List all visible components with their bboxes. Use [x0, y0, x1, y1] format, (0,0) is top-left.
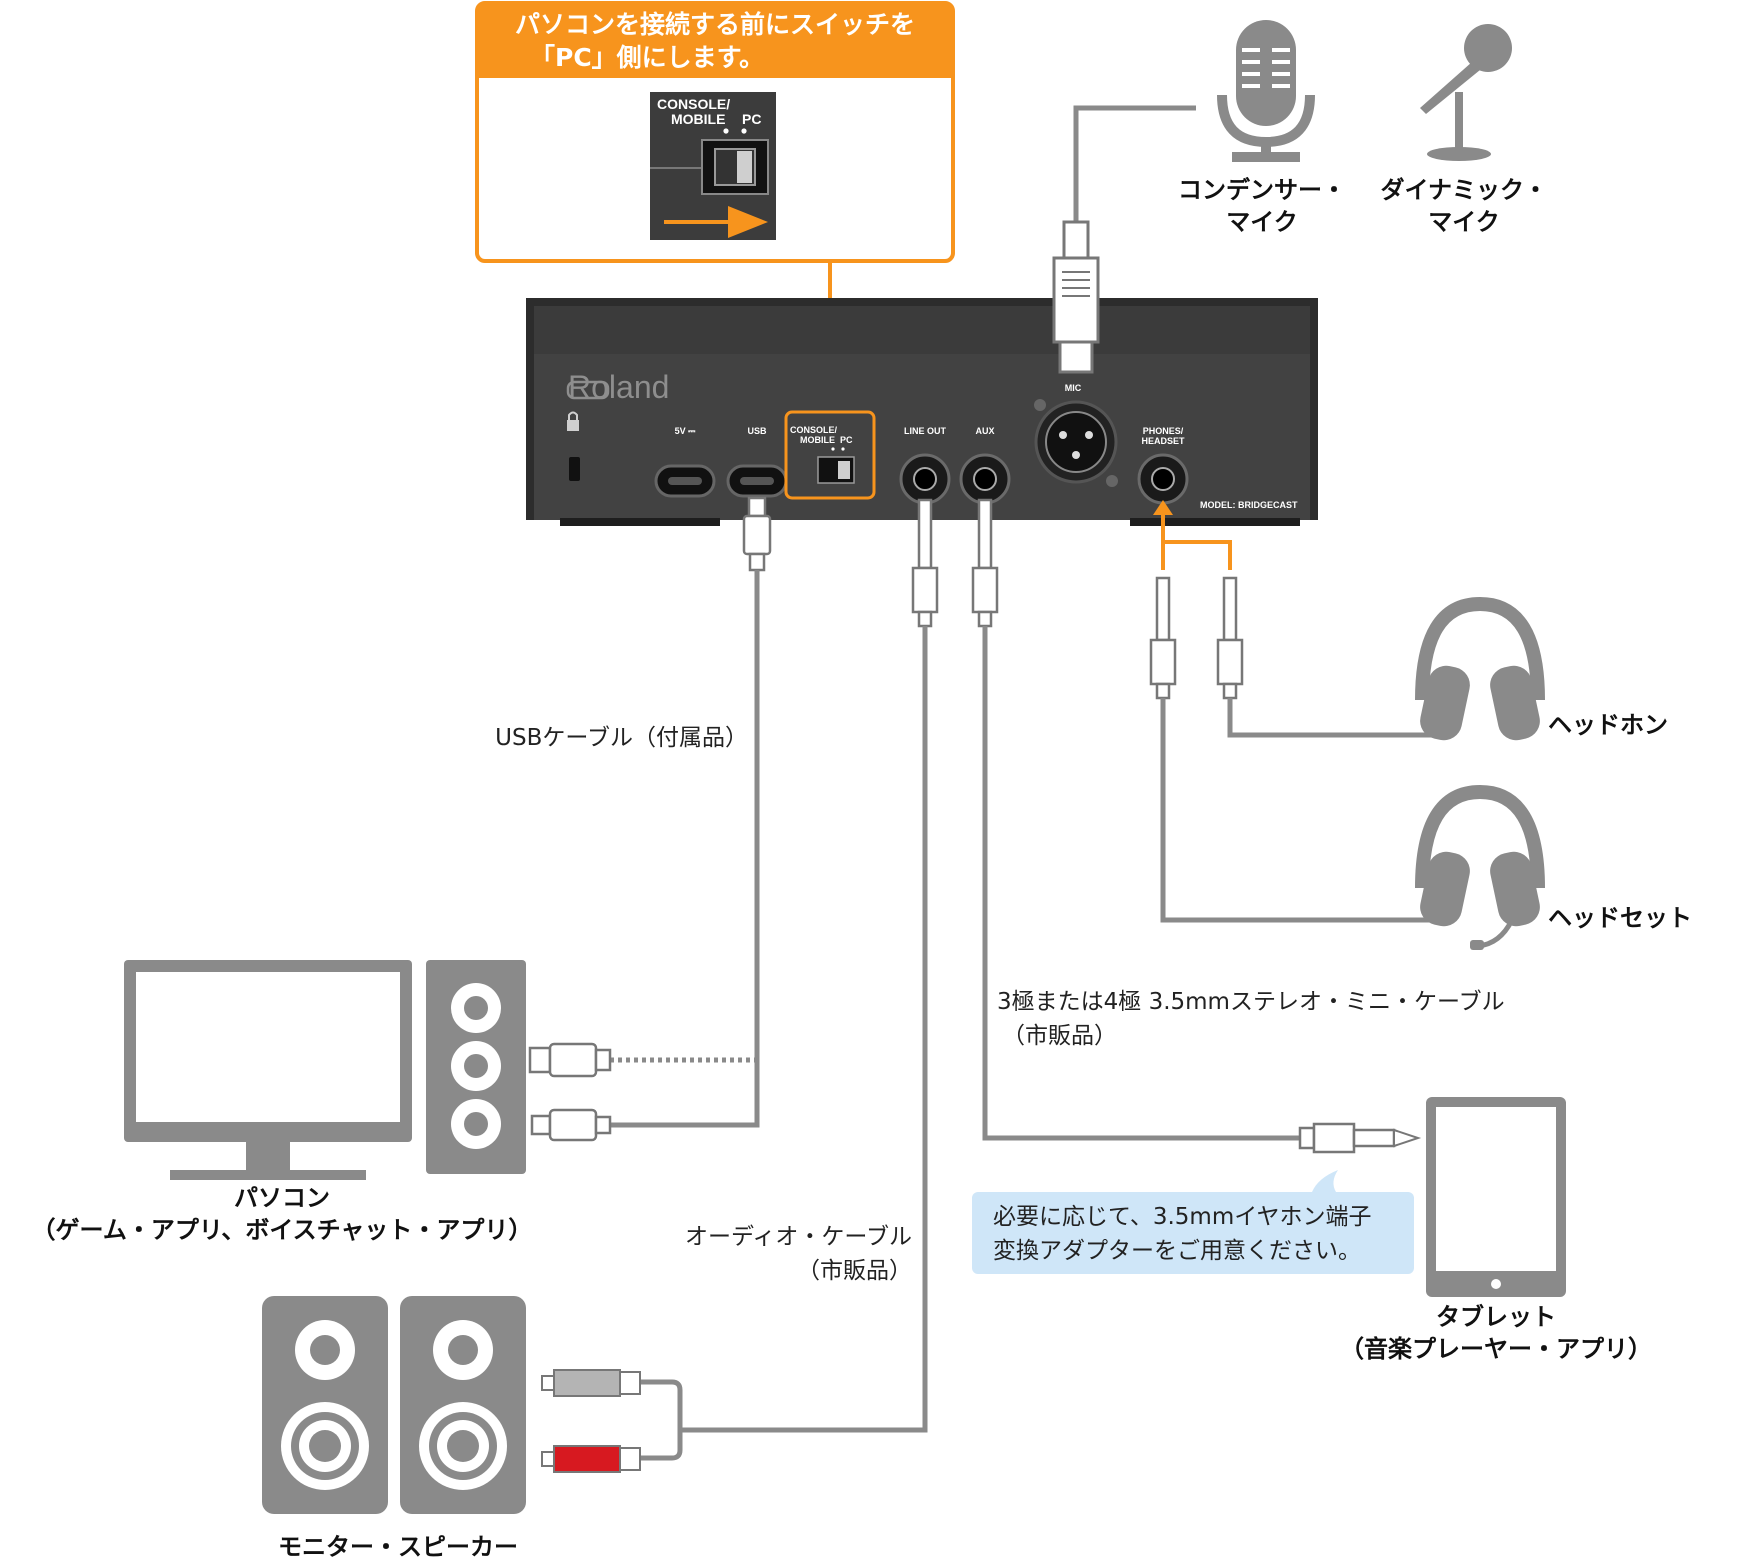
speaker-left-icon: [262, 1296, 388, 1514]
speaker-right-icon: [400, 1296, 526, 1514]
port-label-phones: PHONES/: [1143, 426, 1184, 436]
audio-cable-label-2: （市販品）: [797, 1258, 912, 1284]
rca-plug-red: [541, 1445, 641, 1473]
headphones-icon: [1415, 596, 1545, 741]
callout-line-1: パソコンを接続する前にスイッチを: [515, 10, 915, 39]
tablet-label-2: （音楽プレーヤー・アプリ）: [1340, 1335, 1652, 1363]
stereo-cable-label-2: （市販品）: [1002, 1023, 1117, 1049]
lock-icon: [567, 411, 580, 481]
usb-c-plug: [742, 496, 772, 572]
headphone-plug: [1216, 576, 1244, 700]
port-label-mic: MIC: [1065, 383, 1082, 393]
port-label-line-out: LINE OUT: [904, 426, 947, 436]
switch-highlight: [784, 410, 876, 500]
switch-label-pc: PC: [742, 111, 761, 127]
port-label-pc: PC: [840, 435, 853, 445]
tablet-plug: [1298, 1122, 1422, 1154]
pc-label-1: パソコン: [234, 1184, 330, 1212]
headphones-label: ヘッドホン: [1548, 711, 1668, 739]
dynamic-mic-label-2: マイク: [1428, 208, 1500, 236]
stereo-mini-cable: [982, 626, 1300, 1141]
adapter-note: 必要に応じて、3.5mmイヤホン端子 変換アダプターをご用意ください。: [972, 1170, 1414, 1274]
headset-label: ヘッドセット: [1548, 904, 1692, 932]
mic-cable: [1073, 105, 1196, 222]
xlr-plug: [1052, 220, 1100, 374]
switch-label-console: CONSOLE/: [657, 96, 730, 112]
tablet-label-1: タブレット: [1436, 1303, 1556, 1331]
port-label-5v: 5V ⎓: [675, 426, 697, 436]
usb-a-plug: [528, 1042, 612, 1078]
pc-monitor-icon: [124, 960, 412, 1180]
port-label-console: CONSOLE/: [790, 425, 838, 435]
pc-tower-icon: [426, 960, 526, 1174]
speakers-label: モニター・スピーカー: [278, 1533, 518, 1561]
switch-label-mobile: MOBILE: [671, 111, 725, 127]
headset-plug: [1149, 576, 1177, 700]
usb-c-plug-pc: [530, 1108, 612, 1142]
dynamic-mic-icon: [1420, 24, 1512, 161]
condenser-mic-icon: [1217, 20, 1315, 162]
switch-closeup: CONSOLE/ MOBILE PC: [650, 92, 776, 240]
headset-cable: [1160, 698, 1440, 923]
audio-cable: [680, 626, 928, 1433]
audio-cable-label-1: オーディオ・ケーブル: [685, 1224, 912, 1250]
audio-cable-split: [640, 1379, 683, 1461]
pc-label-2: （ゲーム・アプリ、ボイスチャット・アプリ）: [32, 1216, 533, 1244]
condenser-mic-label-1: コンデンサー・: [1178, 176, 1346, 204]
switch-callout: パソコンを接続する前にスイッチを 「PC」側にします。 CONSOLE/ MOB…: [475, 1, 955, 412]
tablet-icon: [1426, 1097, 1566, 1297]
port-label-mobile: MOBILE: [800, 435, 835, 445]
model-label: MODEL: BRIDGECAST: [1200, 500, 1298, 510]
line-out-plug: [911, 498, 939, 628]
stereo-cable-label-1: 3極または4極 3.5mmステレオ・ミニ・ケーブル: [997, 989, 1505, 1015]
port-mic-xlr: [1034, 399, 1118, 487]
headphone-cable: [1227, 698, 1440, 738]
switch-knob: [737, 151, 752, 183]
callout-line-2: 「PC」側にします。: [530, 43, 764, 72]
dynamic-mic-label-1: ダイナミック・: [1380, 176, 1547, 204]
phones-split-indicator: [1153, 500, 1232, 570]
arrow-right-icon: [664, 206, 768, 238]
port-label-headset: HEADSET: [1141, 436, 1185, 446]
headset-icon: [1415, 784, 1545, 950]
port-label-aux: AUX: [975, 426, 994, 436]
roland-logo: Roland: [568, 369, 669, 405]
port-label-usb: USB: [747, 426, 767, 436]
bridgecast-device: Roland 5V ⎓ USB CONSOLE/ MOBILE PC LINE …: [526, 298, 1318, 526]
usb-cable-label: USBケーブル（付属品）: [495, 725, 748, 751]
rca-plug-white: [541, 1369, 641, 1397]
note-line-2: 変換アダプターをご用意ください。: [993, 1238, 1361, 1264]
note-line-1: 必要に応じて、3.5mmイヤホン端子: [993, 1204, 1372, 1230]
arrow-up-icon: [1153, 500, 1173, 515]
condenser-mic-label-2: マイク: [1226, 208, 1298, 236]
usb-cable: [610, 570, 760, 1128]
